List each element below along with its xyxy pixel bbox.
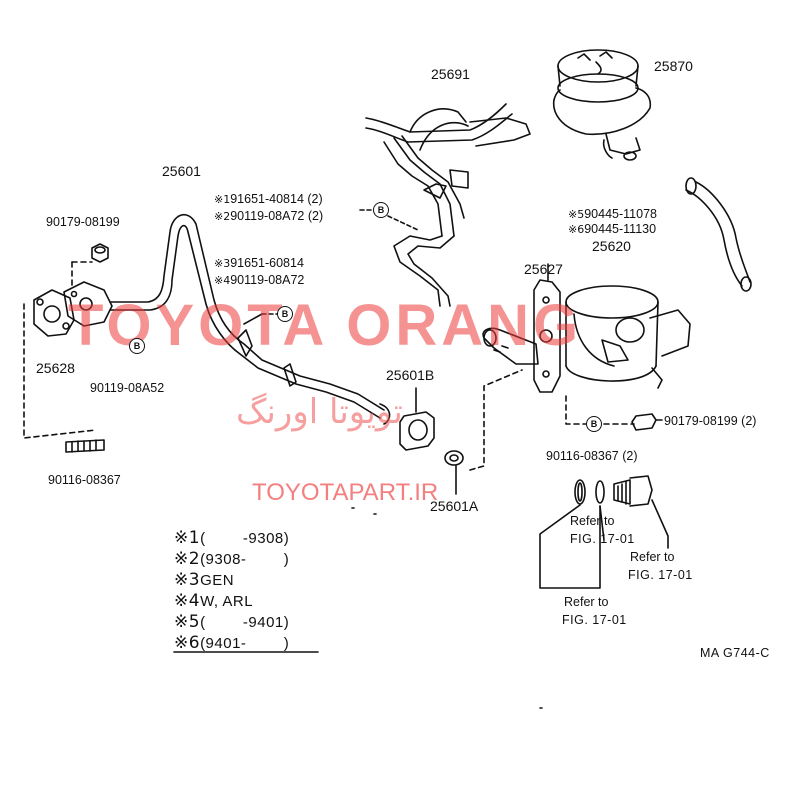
stud-left-drawing	[23, 303, 105, 453]
refer-b-line1: Refer to	[630, 550, 675, 564]
part-label-25601: 25601	[162, 163, 201, 179]
note-2-text: (9308- )	[200, 551, 290, 568]
note-5-text: ( -9401)	[200, 614, 290, 631]
note-4-text: W, ARL	[200, 593, 254, 610]
alt-part-4: ※490119-08A72	[214, 273, 304, 287]
note-5: ※5( -9401)	[174, 612, 289, 632]
note-6: ※6(9401- )	[174, 633, 289, 653]
alt-part-2-number: 90119-08A72 (2)	[230, 209, 324, 223]
alt-part-5: ※590445-11078	[568, 207, 657, 221]
part-label-25620: 25620	[592, 238, 631, 254]
alt-part-1: ※191651-40814 (2)	[214, 192, 323, 206]
alt-part-2: ※290119-08A72 (2)	[214, 209, 323, 223]
part-label-90179-08199-right: 90179-08199 (2)	[664, 414, 757, 428]
gasket-25628-drawing	[33, 281, 113, 337]
refer-c-line1: Refer to	[564, 595, 609, 609]
pipe-elbow-drawing	[482, 327, 539, 365]
note-1: ※1( -9308)	[174, 528, 289, 548]
alt-part-3-mark: ※3	[214, 257, 231, 270]
fittings-drawing	[539, 475, 669, 589]
vacuum-modulator-25870-drawing	[552, 49, 652, 161]
watermark-main: TOYOTA ORANG	[68, 293, 583, 358]
bolt-marker-right: B	[586, 416, 602, 432]
bolt-marker-top: B	[373, 202, 389, 218]
alt-part-6-number: 90445-11130	[584, 222, 657, 236]
note-6-mark: ※6	[174, 633, 201, 653]
alt-part-5-mark: ※5	[568, 208, 585, 221]
note-2-mark: ※2	[174, 549, 201, 569]
refer-a-line1: Refer to	[570, 514, 615, 528]
alt-part-1-mark: ※1	[214, 193, 231, 206]
alt-part-6: ※690445-11130	[568, 222, 656, 236]
nut-left-drawing	[71, 243, 109, 287]
washer-25601a-drawing	[444, 369, 523, 495]
part-label-90119-08A52: 90119-08A52	[90, 381, 165, 395]
watermark-persian: تویوتا اورنگ	[236, 392, 403, 432]
hose-drawing	[685, 177, 752, 292]
part-label-25601A: 25601A	[430, 498, 479, 514]
part-label-25627: 25627	[524, 261, 563, 277]
bolt-marker-left: B	[129, 338, 145, 354]
part-label-25870: 25870	[654, 58, 693, 74]
refer-a-line2: FIG. 17-01	[570, 532, 635, 546]
egr-valve-25620-drawing	[565, 285, 691, 389]
egr-pipe-25601-drawing	[109, 213, 391, 425]
note-2: ※2(9308- )	[174, 549, 289, 569]
bushing-25601b-drawing	[399, 387, 435, 451]
alt-part-4-number: 90119-08A72	[230, 273, 305, 287]
bracket-25691-drawing	[365, 103, 531, 307]
figure-code: MA G744-C	[700, 646, 770, 660]
bolt-marker-middle: B	[277, 306, 293, 322]
note-4: ※4W, ARL	[174, 591, 253, 611]
alt-part-4-mark: ※4	[214, 274, 231, 287]
note-5-mark: ※5	[174, 612, 201, 632]
alt-part-5-number: 90445-11078	[584, 207, 657, 221]
refer-c-line2: FIG. 17-01	[562, 613, 627, 627]
note-1-mark: ※1	[174, 528, 201, 548]
part-label-90179-08199-left: 90179-08199	[46, 215, 120, 229]
note-6-text: (9401- )	[200, 635, 290, 652]
note-4-mark: ※4	[174, 591, 201, 611]
note-3-mark: ※3	[174, 570, 201, 590]
part-label-25601B: 25601B	[386, 367, 435, 383]
alt-part-3-number: 91651-60814	[230, 256, 304, 270]
part-label-25628: 25628	[36, 360, 75, 376]
alt-part-3: ※391651-60814	[214, 256, 304, 270]
part-label-90116-08367-right: 90116-08367 (2)	[546, 449, 638, 463]
nut-right-drawing	[631, 413, 663, 431]
gasket-25627-drawing	[533, 263, 561, 393]
note-3: ※3GEN	[174, 570, 234, 590]
alt-part-6-mark: ※6	[568, 223, 585, 236]
note-1-text: ( -9308)	[200, 530, 290, 547]
part-label-25691: 25691	[431, 66, 470, 82]
alt-part-1-number: 91651-40814 (2)	[230, 192, 323, 206]
refer-b-line2: FIG. 17-01	[628, 568, 693, 582]
part-label-90116-08367-left: 90116-08367	[48, 473, 121, 487]
note-3-text: GEN	[200, 572, 235, 589]
leader-right-bolt	[565, 395, 587, 425]
alt-part-2-mark: ※2	[214, 210, 231, 223]
watermark-site: TOYOTAPART.IR	[252, 479, 439, 506]
